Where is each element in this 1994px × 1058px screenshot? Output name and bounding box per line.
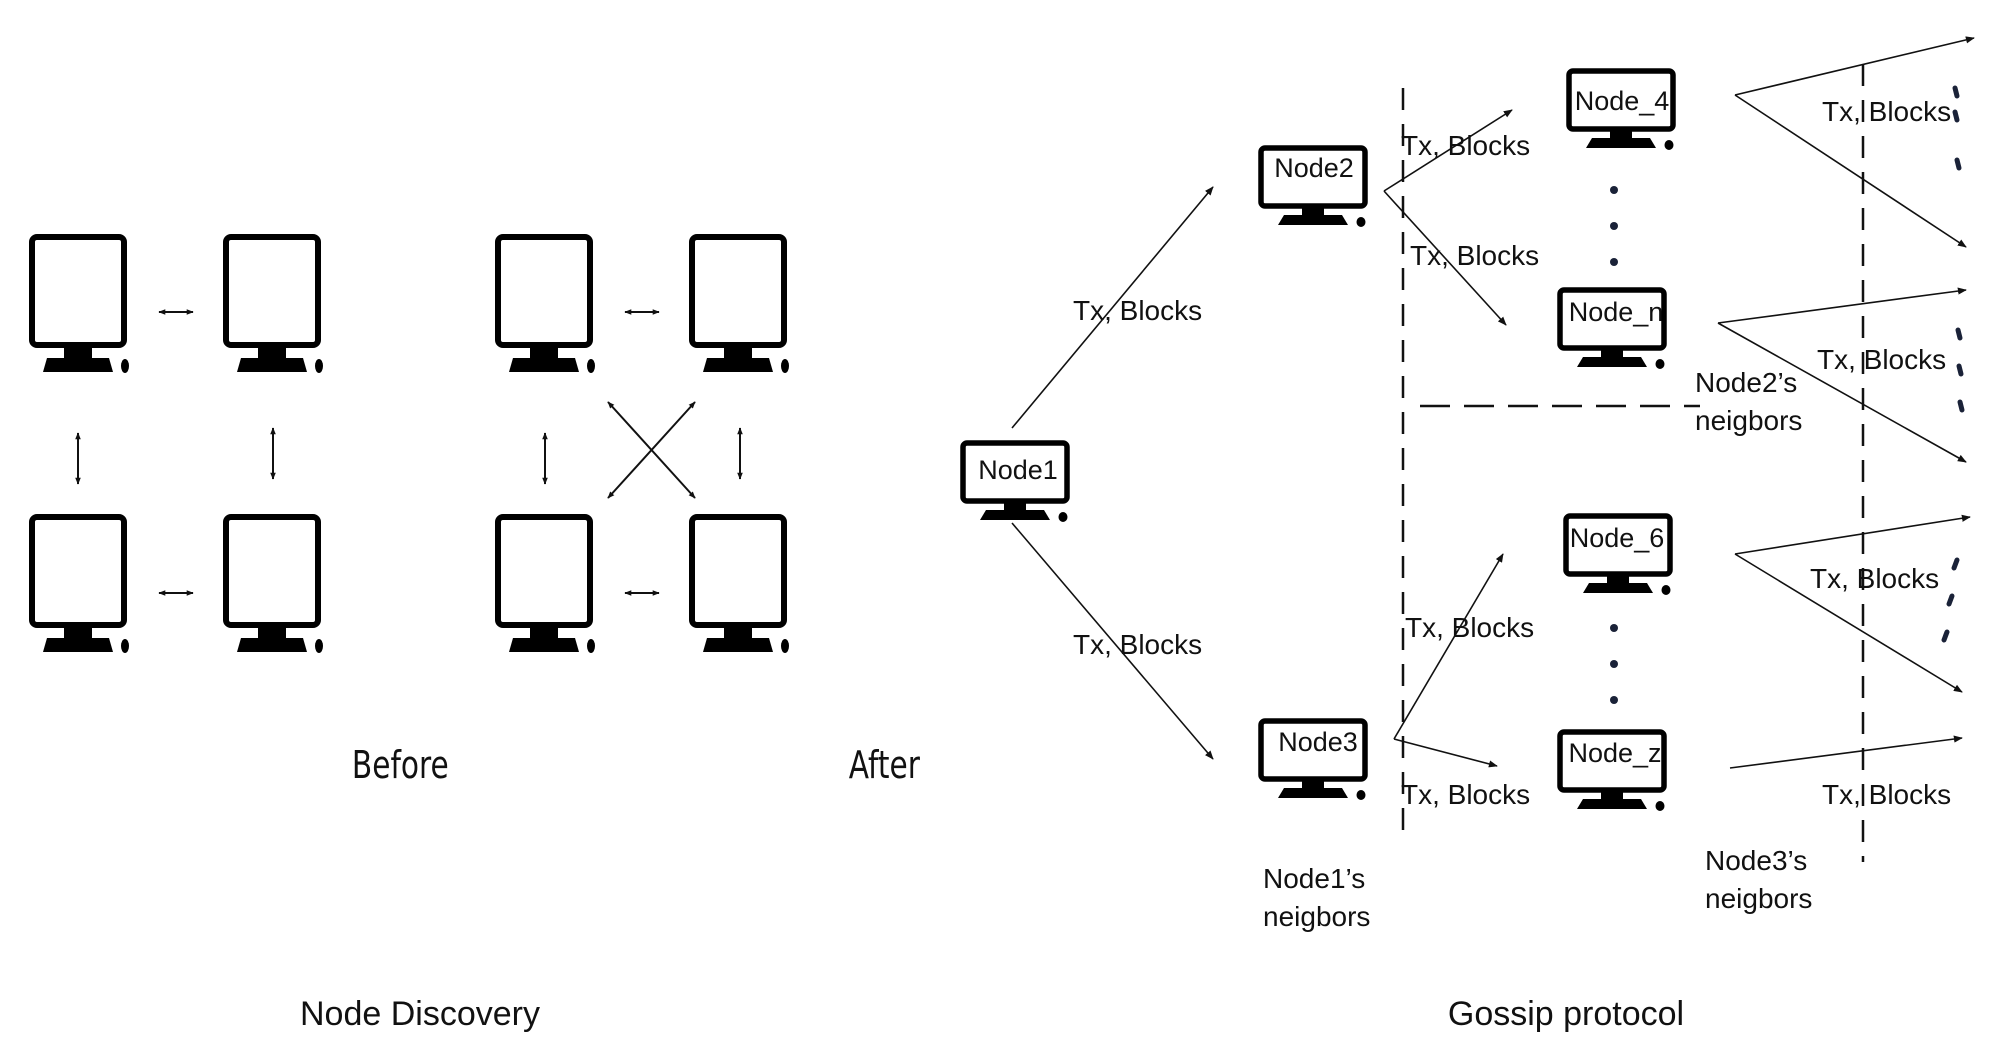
- ellipsis-dots: [1941, 85, 1965, 643]
- node3: Node3: [1261, 721, 1366, 800]
- node-label: Node2: [1274, 153, 1354, 183]
- edge-label: Tx, Blocks: [1810, 563, 1939, 594]
- edge-arrow: [1393, 738, 1498, 768]
- group-label-line: neigbors: [1695, 405, 1802, 436]
- edge-arrow: [1717, 322, 1967, 463]
- gossip-section: Node1 Node2 Node3 Node_4 Node_n Node_6 N…: [963, 36, 1975, 1033]
- edge-arrow: [1717, 287, 1967, 324]
- edge-labels: Tx, Blocks Tx, Blocks Tx, Blocks Tx, Blo…: [1073, 96, 1951, 810]
- edge-label: Tx, Blocks: [1405, 612, 1534, 643]
- edge-label: Tx, Blocks: [1401, 779, 1530, 810]
- node-label: Node_6: [1570, 523, 1665, 553]
- node-label: Node_z: [1568, 738, 1661, 768]
- computer-icon: [692, 517, 789, 653]
- node-label: Node_n: [1569, 297, 1664, 327]
- before-label: Before: [352, 743, 449, 788]
- edge-label: Tx, Blocks: [1817, 344, 1946, 375]
- edge-arrow: [1011, 186, 1214, 429]
- edge-arrow: [1011, 522, 1214, 760]
- edge-arrow: [1734, 514, 1971, 555]
- edge-arrow: [1734, 36, 1975, 96]
- edge-arrow: [1734, 94, 1967, 248]
- node-6: Node_6: [1566, 516, 1671, 595]
- node-label: Node_4: [1575, 86, 1670, 116]
- node1-neighbors-label: Node1’s neigbors: [1263, 863, 1370, 932]
- after-group: After: [498, 237, 920, 788]
- gossip-edges: [1011, 36, 1975, 769]
- computer-icon: [692, 237, 789, 373]
- node1: Node1: [963, 443, 1068, 522]
- computer-icon: [226, 517, 323, 653]
- node-n: Node_n: [1560, 290, 1665, 369]
- edge-label: Tx, Blocks: [1073, 629, 1202, 660]
- group-label-line: Node3’s: [1705, 845, 1807, 876]
- edge-arrow: [1393, 553, 1504, 740]
- node-z: Node_z: [1560, 732, 1665, 811]
- group-label-line: Node2’s: [1695, 367, 1797, 398]
- edge-label: Tx, Blocks: [1401, 130, 1530, 161]
- edge-arrow: [1734, 553, 1963, 693]
- ellipsis-dots: [1610, 186, 1618, 704]
- group-label-line: Node1’s: [1263, 863, 1365, 894]
- computer-icon: [498, 517, 595, 653]
- node-4: Node_4: [1569, 71, 1674, 150]
- before-group: Before: [32, 237, 449, 788]
- node-discovery-caption: Node Discovery: [300, 995, 540, 1033]
- edge-arrow: [1383, 190, 1507, 326]
- edge-arrow: [1729, 735, 1963, 769]
- computer-icon: [498, 237, 595, 373]
- node2-neighbors-label: Node2’s neigbors: [1695, 367, 1802, 436]
- group-label-line: neigbors: [1705, 883, 1812, 914]
- computer-icon: [32, 517, 129, 653]
- edge-arrow: [1383, 109, 1513, 192]
- node-discovery-section: Before After Node Discovery: [32, 237, 920, 1033]
- node-label: Node3: [1278, 727, 1358, 757]
- edge-label: Tx, Blocks: [1073, 295, 1202, 326]
- gossip-protocol-caption: Gossip protocol: [1448, 995, 1684, 1033]
- edge-label: Tx, Blocks: [1410, 240, 1539, 271]
- group-label-line: neigbors: [1263, 901, 1370, 932]
- edge-label: Tx, Blocks: [1822, 779, 1951, 810]
- computer-icon: [226, 237, 323, 373]
- after-label: After: [849, 743, 920, 788]
- node3-neighbors-label: Node3’s neigbors: [1705, 845, 1812, 914]
- node2: Node2: [1261, 148, 1366, 227]
- node-label: Node1: [978, 455, 1058, 485]
- cross-link-arrow: [607, 401, 696, 499]
- computer-icon: [32, 237, 129, 373]
- edge-label: Tx, Blocks: [1822, 96, 1951, 127]
